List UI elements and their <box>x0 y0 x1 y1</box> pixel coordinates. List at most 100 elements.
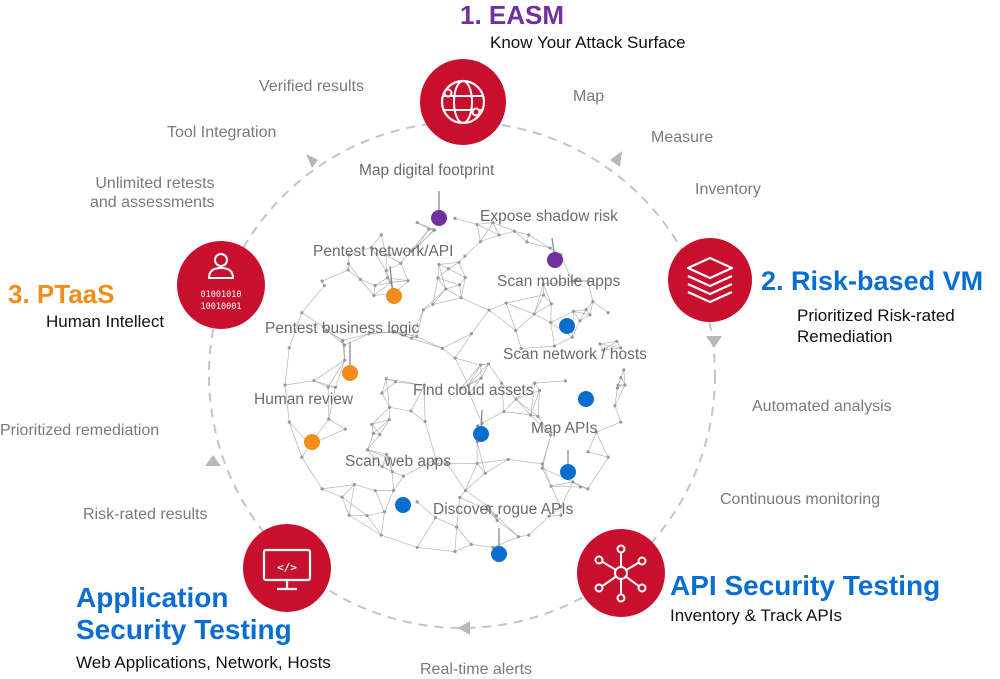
api-hub-icon <box>577 529 665 617</box>
mesh-node <box>380 465 384 469</box>
mesh-link <box>373 419 390 434</box>
mesh-link <box>515 398 531 416</box>
mesh-link <box>496 515 519 537</box>
mesh-link <box>468 393 483 424</box>
mesh-link <box>587 281 594 302</box>
mesh-node <box>549 484 553 488</box>
mesh-link <box>354 484 376 491</box>
mesh-link <box>579 309 587 321</box>
mesh-link <box>614 387 618 406</box>
mesh-link <box>348 484 355 516</box>
label-discover-rogue-apis: Discover rogue APIs <box>433 501 574 518</box>
mesh-node <box>547 514 551 518</box>
mesh-node <box>532 312 536 316</box>
mesh-node <box>415 500 419 504</box>
mesh-link <box>573 311 591 316</box>
mesh-node <box>570 279 574 283</box>
mesh-node <box>622 368 626 372</box>
mesh-node <box>578 319 582 323</box>
label-unlimited-retests: Unlimited retests and assessments <box>90 175 215 212</box>
dot-mobile-apps <box>559 318 575 334</box>
mesh-link <box>341 496 368 516</box>
mesh-link <box>403 458 437 477</box>
mesh-link <box>284 380 315 386</box>
dot-shadow-risk <box>547 252 563 268</box>
label-inventory: Inventory <box>695 181 761 198</box>
dot-web-apps <box>395 497 411 513</box>
mesh-node <box>380 391 384 395</box>
mesh-link <box>328 387 336 420</box>
mesh-link <box>533 294 544 315</box>
dot-rogue-apis <box>491 546 507 562</box>
mesh-link <box>393 475 404 491</box>
mesh-node <box>541 293 546 297</box>
mesh-link <box>445 284 460 290</box>
arrow-right <box>706 336 722 348</box>
mesh-link <box>410 385 425 412</box>
mesh-node <box>506 457 510 461</box>
mesh-link <box>454 357 469 386</box>
mesh-node <box>527 533 531 537</box>
mesh-node <box>623 383 627 387</box>
mesh-link <box>437 277 446 290</box>
mesh-link <box>423 304 434 311</box>
mesh-link <box>560 481 574 507</box>
mesh-node <box>394 380 398 384</box>
cycle-arrows <box>205 151 722 635</box>
mesh-link <box>373 282 392 296</box>
mesh-node <box>514 328 518 333</box>
mesh-node <box>514 397 518 401</box>
ptaas-binary-line-2: 10010001 <box>201 302 242 312</box>
mesh-link <box>471 309 490 334</box>
mesh-link <box>437 277 460 286</box>
mesh-link <box>373 285 376 296</box>
mesh-link <box>374 490 385 513</box>
mesh-node <box>578 485 582 489</box>
mesh-node <box>533 381 537 385</box>
mesh-link <box>388 458 393 472</box>
mesh-link <box>499 230 515 236</box>
label-scan-web-apps: Scan web apps <box>345 453 451 470</box>
mesh-node <box>586 279 590 283</box>
label-map: Map <box>573 88 605 105</box>
mesh-node <box>427 227 431 231</box>
mesh-node <box>529 413 533 417</box>
mesh-link <box>476 463 486 474</box>
ptaas-human-icon: 01001010 10010001 <box>177 241 265 329</box>
mesh-link <box>550 322 555 347</box>
mesh-link <box>571 320 581 338</box>
mesh-link <box>573 309 587 312</box>
mesh-node <box>486 362 491 366</box>
mesh-link <box>550 486 562 507</box>
mesh-link <box>371 424 381 435</box>
mesh-node <box>463 488 467 493</box>
mesh-link <box>595 421 621 433</box>
mesh-link <box>435 458 447 464</box>
mesh-link <box>528 234 551 249</box>
mesh-link <box>501 383 505 412</box>
mesh-node <box>525 240 529 244</box>
mesh-node <box>326 385 330 389</box>
mesh-link <box>437 268 449 279</box>
mesh-link <box>321 269 349 282</box>
dot-map-footprint <box>431 210 447 226</box>
mesh-node <box>559 513 563 517</box>
arrow-bottom <box>458 621 470 635</box>
mesh-node <box>347 513 351 517</box>
mesh-link <box>537 416 552 436</box>
mesh-node <box>588 313 592 317</box>
mesh-link <box>484 459 509 474</box>
network-mesh-sphere <box>283 216 627 554</box>
mesh-link <box>417 222 435 231</box>
mesh-node <box>549 433 553 437</box>
mesh-link <box>387 277 409 282</box>
mesh-link <box>488 363 502 384</box>
label-map-apis: Map APIs <box>531 420 598 437</box>
mesh-link <box>464 241 481 257</box>
mesh-node <box>384 253 388 257</box>
mesh-link <box>368 330 395 335</box>
mesh-node <box>570 335 574 339</box>
mesh-link <box>389 406 412 412</box>
mesh-node <box>415 545 419 550</box>
label-scan-network-hosts: Scan network / hosts <box>503 346 647 363</box>
